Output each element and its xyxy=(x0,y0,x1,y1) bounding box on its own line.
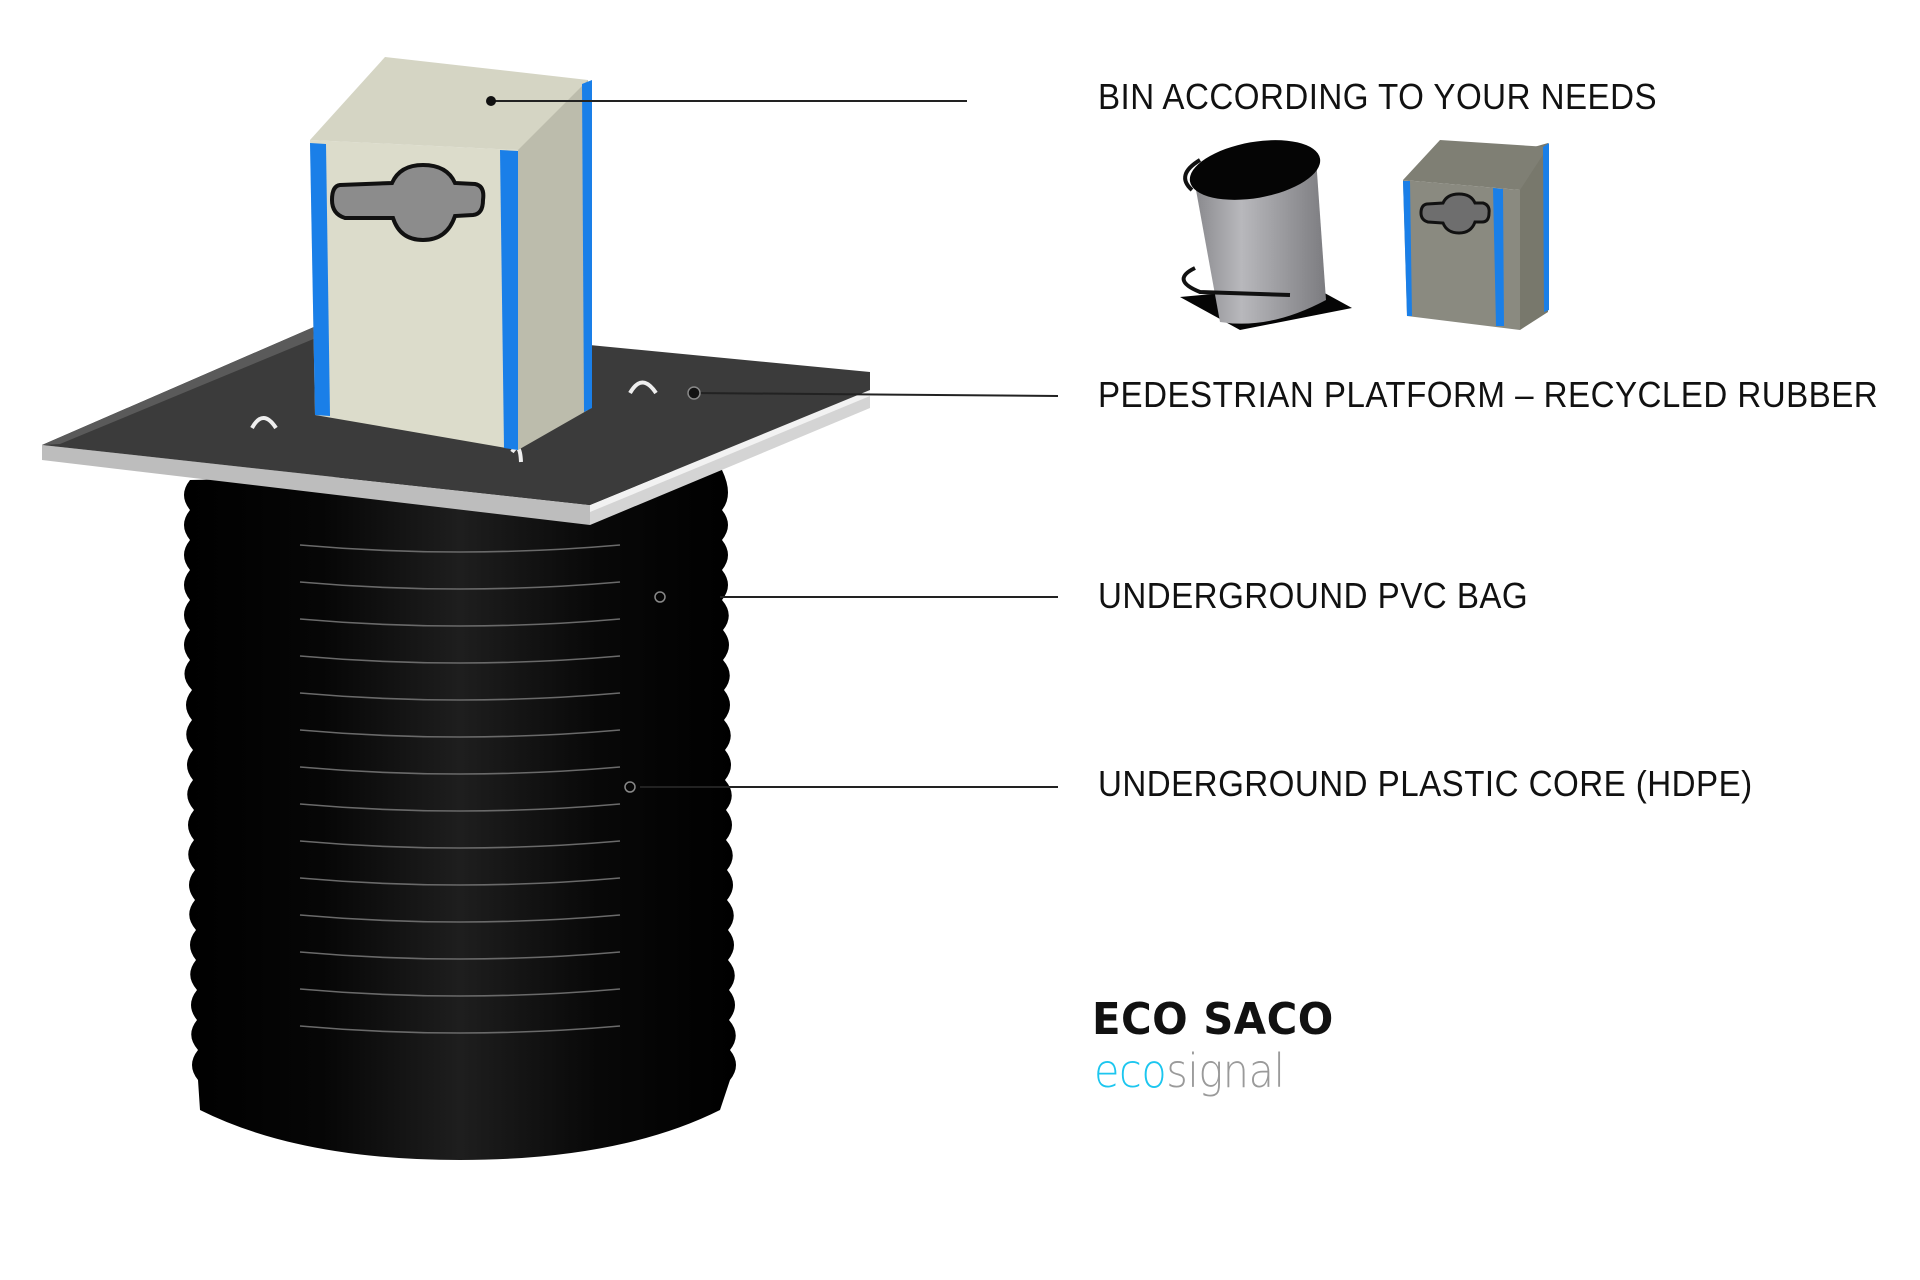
core-rib xyxy=(299,914,621,923)
callout-label-pvc-bag: UNDERGROUND PVC BAG xyxy=(1098,575,1529,616)
core-rib xyxy=(299,988,621,997)
core-rib xyxy=(299,618,621,627)
brand-logo: ecosignal xyxy=(1094,1044,1285,1098)
core-rib xyxy=(299,803,621,812)
box-bin-option xyxy=(1403,140,1549,330)
core-rib xyxy=(299,840,621,849)
core-rib xyxy=(299,655,621,664)
core-rib xyxy=(299,729,621,738)
brand-logo-suffix: signal xyxy=(1166,1044,1285,1098)
brand-logo-prefix: eco xyxy=(1094,1044,1167,1098)
core-rib xyxy=(299,951,621,960)
callout-label-bin: BIN ACCORDING TO YOUR NEEDS xyxy=(1098,76,1658,117)
callout-label-platform: PEDESTRIAN PLATFORM – RECYCLED RUBBER xyxy=(1098,374,1879,415)
core-rib xyxy=(299,544,621,553)
core-rib xyxy=(299,692,621,701)
core-rib xyxy=(299,581,621,590)
underground-plastic-core xyxy=(184,470,736,1160)
main-bin xyxy=(310,57,592,450)
core-rib xyxy=(299,1025,621,1034)
callout-label-plastic-core: UNDERGROUND PLASTIC CORE (HDPE) xyxy=(1098,763,1753,804)
pedal-bin-option xyxy=(1180,140,1352,330)
core-rib xyxy=(299,766,621,775)
leader-line-bin xyxy=(486,96,967,106)
leader-line-bag xyxy=(654,591,1058,603)
leader-line-platform xyxy=(687,386,1059,400)
pedestrian-platform xyxy=(42,320,870,525)
core-ribs xyxy=(299,544,621,1034)
leader-line-core xyxy=(624,781,1058,793)
product-name: ECO SACO xyxy=(1092,994,1334,1045)
core-rib xyxy=(299,877,621,886)
